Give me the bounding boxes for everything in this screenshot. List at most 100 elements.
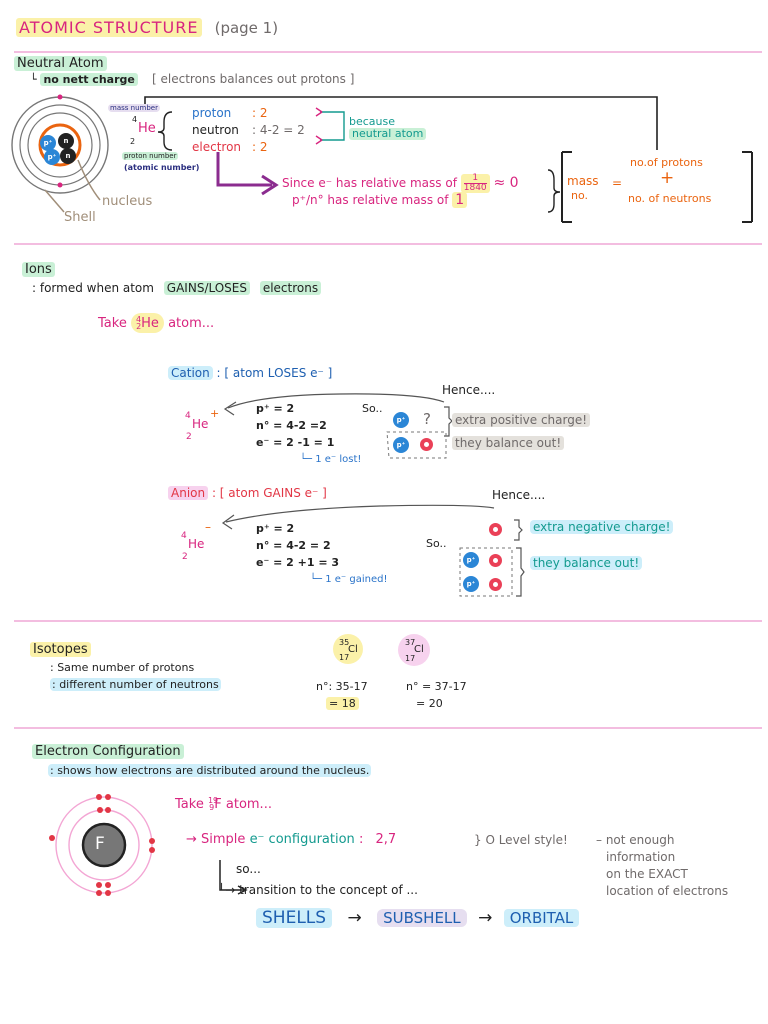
neutron-label: neutron: [192, 123, 239, 137]
nucleus-label: nucleus: [102, 194, 153, 209]
divider: [14, 51, 762, 53]
isotopes-line-2: : different number of neutrons: [50, 678, 221, 691]
cation-heading: Cation : [ atom LOSES e⁻ ]: [168, 366, 332, 380]
hence-cation: Hence....: [442, 383, 496, 397]
no-word: no.: [571, 189, 589, 202]
hence-anion: Hence....: [492, 488, 546, 502]
so-line: so...: [236, 862, 261, 876]
so-anion: So..: [426, 537, 447, 550]
neutron-value: : 4-2 = 2: [252, 123, 305, 137]
anion-element: He: [188, 537, 205, 551]
because-note: because neutral atom: [349, 116, 427, 140]
mass-number: 4: [132, 115, 138, 124]
proton-particle: p⁺: [393, 412, 409, 428]
section-heading-ions: Ions: [22, 262, 55, 277]
cl37-neutron-result: = 20: [416, 697, 443, 710]
cl35-neutron-result: = 18: [326, 697, 359, 710]
cation-atomic: 2: [186, 432, 192, 442]
atomic-number-label: (atomic number): [124, 163, 200, 172]
page-title: ATOMIC STRUCTURE: [16, 18, 202, 37]
neutral-subtitle: └ no nett charge: [30, 73, 138, 86]
balance-anion: they balance out!: [530, 556, 643, 570]
electron-label: electron: [192, 140, 242, 154]
divider: [14, 620, 762, 622]
neutral-bracket-note: [ electrons balances out protons ]: [152, 72, 355, 86]
anion-e: e⁻ = 2 +1 = 3: [256, 556, 340, 569]
not-enough-note: – not enough information on the EXACT lo…: [596, 833, 729, 898]
proton-number: 2: [130, 137, 136, 146]
transition-line: └→ transition to the concept of ...: [218, 883, 418, 897]
electron-config-subtitle: : shows how electrons are distributed ar…: [48, 764, 372, 777]
pn-line: p⁺/n° has relative mass of 1: [292, 192, 468, 208]
cation-p: p⁺ = 2: [256, 402, 295, 415]
proton-particle: p⁺: [463, 576, 479, 592]
section-heading-electron-config: Electron Configuration: [32, 744, 184, 759]
cation-mass: 4: [185, 411, 191, 421]
flow-arrow: →: [347, 908, 362, 928]
take-f-line: Take 199F atom...: [175, 796, 272, 812]
cl35-neutrons: n°: 35-17: [316, 680, 368, 693]
mass-equals: =: [612, 176, 623, 190]
cation-e: e⁻ = 2 -1 = 1: [256, 436, 335, 449]
proton-particle: p⁺: [463, 552, 479, 568]
o-level-note: } O Level style!: [474, 833, 568, 847]
anion-mass: 4: [181, 531, 187, 541]
electron-particle: [489, 554, 502, 567]
section-heading-isotopes: Isotopes: [30, 642, 91, 657]
proton-label: proton: [192, 106, 232, 120]
cation-element: He: [192, 417, 209, 431]
cl37-symbol: 37 Cl 17: [398, 634, 430, 666]
neutron-particle: n: [58, 133, 74, 149]
electron-particle: [489, 523, 502, 536]
proton-number-label: proton number: [122, 152, 179, 160]
plus-sign: +: [660, 168, 675, 188]
cation-lost: └─ 1 e⁻ lost!: [300, 454, 362, 465]
anion-n: n° = 4-2 = 2: [256, 539, 331, 552]
mass-word: mass: [567, 174, 599, 188]
neutron-particle: n: [60, 148, 76, 164]
so-cation: So..: [362, 402, 383, 415]
anion-charge: –: [205, 520, 211, 534]
no-of-neutrons: no. of neutrons: [628, 192, 712, 205]
isotopes-line-1: : Same number of protons: [50, 661, 195, 674]
subshell-label: SUBSHELL: [377, 909, 467, 927]
cation-charge: +: [210, 407, 220, 420]
since-line: Since e⁻ has relative mass of 1 1840 ≈ 0: [282, 173, 519, 193]
flow-arrow: →: [478, 908, 493, 928]
shell-label: Shell: [64, 210, 96, 225]
simple-config-line: → Simple e⁻ configuration : 2,7: [186, 832, 397, 847]
proton-particle: p⁺: [393, 437, 409, 453]
fluorine-nucleus-symbol: F: [95, 834, 105, 854]
element-he: He: [138, 121, 156, 136]
electron-value: : 2: [252, 140, 268, 154]
balance-cation: they balance out!: [452, 436, 565, 450]
question-mark: ?: [423, 410, 431, 428]
extra-positive-charge: extra positive charge!: [452, 413, 591, 427]
cl37-neutrons: n° = 37-17: [406, 680, 467, 693]
concept-flow: SHELLS → SUBSHELL → ORBITAL: [256, 908, 580, 928]
cation-n: n° = 4-2 =2: [256, 419, 327, 432]
anion-atomic: 2: [182, 552, 188, 562]
proton-particle: p⁺: [44, 149, 60, 165]
divider: [14, 243, 762, 245]
no-of-protons: no.of protons: [630, 156, 703, 169]
anion-heading: Anion : [ atom GAINS e⁻ ]: [168, 486, 327, 500]
ions-formed-line: : formed when atom GAINS/LOSES electrons: [32, 281, 322, 295]
electron-particle: [489, 578, 502, 591]
anion-gained: └─ 1 e⁻ gained!: [310, 574, 388, 585]
page-title-block: ATOMIC STRUCTURE (page 1): [16, 18, 278, 37]
orbital-label: ORBITAL: [503, 909, 580, 927]
page-number: (page 1): [214, 19, 279, 37]
take-he-line: Take 42He atom...: [98, 313, 215, 333]
mass-number-label: mass number: [108, 104, 160, 112]
extra-negative-charge: extra negative charge!: [530, 520, 674, 534]
electron-particle: [420, 438, 433, 451]
proton-value: : 2: [252, 106, 268, 120]
divider: [14, 727, 762, 729]
shells-label: SHELLS: [256, 908, 333, 928]
cl35-symbol: 35 Cl 17: [333, 634, 363, 664]
proton-particle: p⁺: [40, 135, 56, 151]
